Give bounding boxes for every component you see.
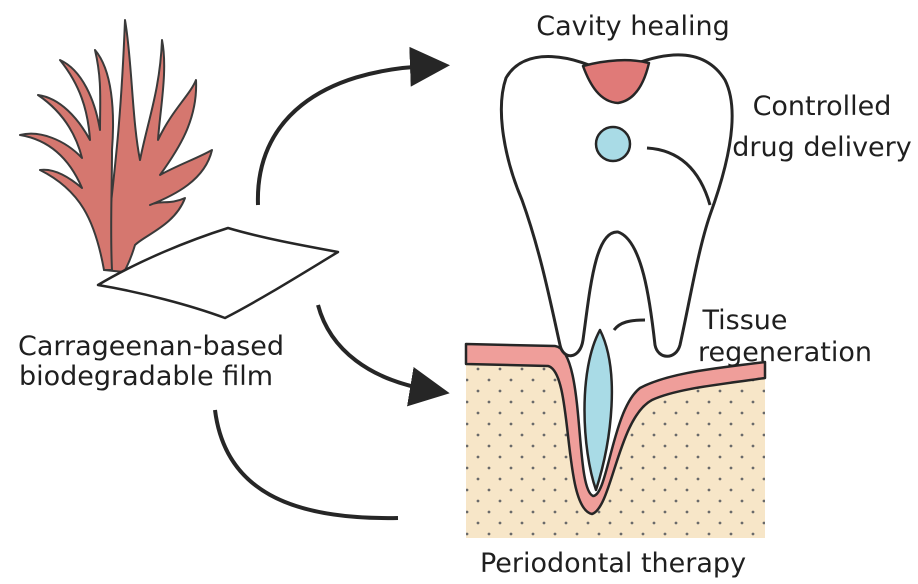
film-label-line2: biodegradable film — [19, 361, 273, 392]
film-label-line1: Carrageenan-based — [18, 331, 284, 362]
arrow-icon — [318, 305, 430, 390]
leader-line — [614, 320, 645, 330]
drug-delivery-label-line2: drug delivery — [732, 132, 912, 163]
drug-capsule-icon — [596, 127, 630, 161]
arrow-icon — [258, 66, 430, 205]
tissue-regeneration-label-line1: Tissue — [701, 305, 787, 336]
gum-tissue-icon — [466, 344, 765, 538]
periodontal-therapy-label: Periodontal therapy — [480, 548, 746, 579]
arrow-icon — [215, 410, 398, 518]
seaweed-icon — [20, 20, 212, 272]
drug-delivery-label-line1: Controlled — [753, 91, 892, 122]
tissue-regeneration-label-line2: regeneration — [698, 337, 872, 368]
cavity-healing-label: Cavity healing — [536, 11, 730, 42]
